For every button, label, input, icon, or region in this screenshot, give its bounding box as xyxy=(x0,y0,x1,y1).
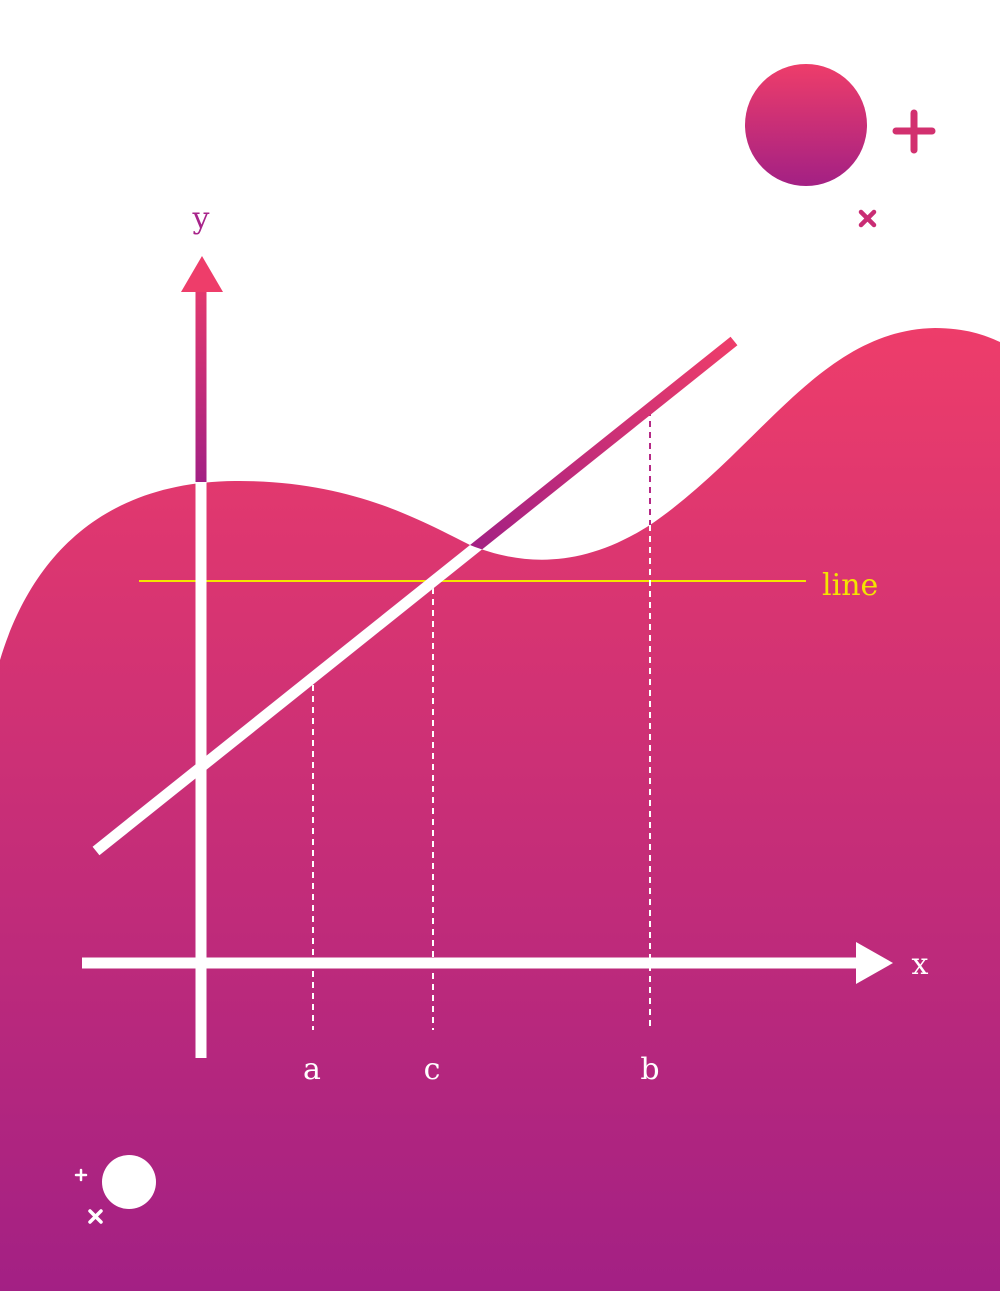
point-b-label: b xyxy=(640,1052,659,1087)
point-c-label: c xyxy=(424,1052,441,1087)
line-label: line xyxy=(822,568,878,603)
point-a-label: a xyxy=(303,1052,321,1087)
dashed-projections xyxy=(312,410,651,1030)
cross-icon-top xyxy=(858,209,877,228)
cross-icon-bottom xyxy=(88,1209,103,1224)
y-axis-arrowhead xyxy=(181,256,223,292)
x-axis xyxy=(82,942,893,984)
decorative-circle-bottom xyxy=(102,1155,156,1209)
x-axis-arrowhead xyxy=(856,942,893,984)
decorative-circle-top xyxy=(745,64,867,186)
y-axis-label: y xyxy=(192,201,210,236)
plus-icon-bottom xyxy=(74,1168,88,1182)
plus-icon-top xyxy=(892,109,936,154)
x-axis-label: x xyxy=(912,947,929,982)
gradient-background-shape xyxy=(0,328,1000,1291)
